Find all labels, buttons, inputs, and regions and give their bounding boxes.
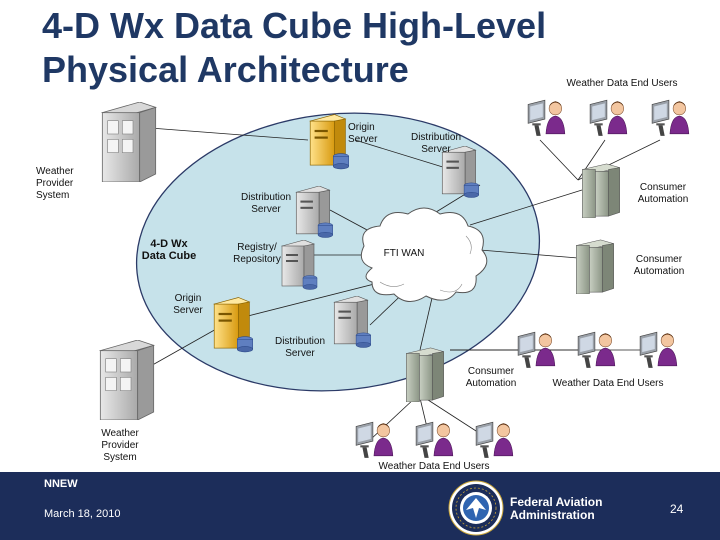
footer-bar	[0, 472, 720, 540]
faa-seal-icon	[448, 480, 504, 536]
weather-provider-top-label: Weather Provider System	[36, 166, 74, 201]
distribution-server-top-label: Distribution Server	[410, 132, 462, 155]
fti-wan-label: FTI WAN	[383, 248, 425, 259]
architecture-diagram	[99, 99, 690, 459]
end-user-bottom-3-icon	[475, 421, 514, 459]
distribution-server-bottom-label: Distribution Server	[274, 336, 326, 359]
distribution-server-mid-label: Distribution Server	[240, 192, 292, 215]
end-users-top-label: Weather Data End Users	[566, 78, 678, 89]
end-user-top-2-icon	[589, 99, 628, 137]
weather-provider-bottom-label: Weather Provider System	[101, 428, 139, 463]
origin-server-top-icon	[309, 114, 350, 170]
end-users-right-label: Weather Data End Users	[552, 378, 664, 389]
page-title: 4-D Wx Data Cube High-Level Physical Arc…	[42, 4, 546, 92]
page-number: 24	[670, 502, 684, 516]
origin-server-left-label: Origin Server	[173, 293, 203, 316]
origin-server-left-icon	[213, 296, 254, 353]
consumer-automation-1-label: Consumer Automation	[637, 182, 689, 205]
weather-provider-top-tower-icon	[101, 102, 157, 182]
registry-repository-label: Registry/ Repository	[233, 242, 281, 265]
consumer-automation-2-label: Consumer Automation	[633, 254, 685, 277]
consumer-automation-1-icon	[581, 163, 621, 218]
end-user-bottom-2-icon	[415, 421, 454, 459]
end-user-bottom-1-icon	[355, 421, 394, 459]
cloud-icon	[360, 207, 488, 302]
end-user-top-3-icon	[651, 99, 690, 137]
agency-name: Federal Aviation Administration	[510, 495, 603, 522]
consumer-automation-2-icon	[575, 239, 615, 294]
title-line-2: Physical Architecture	[42, 49, 409, 90]
program-name: NNEW	[44, 478, 78, 490]
end-user-top-1-icon	[527, 99, 566, 137]
end-users-bottom-label: Weather Data End Users	[378, 461, 490, 472]
title-line-1: 4-D Wx Data Cube High-Level	[42, 5, 547, 46]
consumer-automation-3-label: Consumer Automation	[465, 366, 517, 389]
presentation-date: March 18, 2010	[44, 508, 121, 520]
weather-provider-bottom-tower-icon	[99, 340, 155, 420]
end-user-right-3-icon	[639, 331, 678, 369]
consumer-automation-3-icon	[405, 347, 445, 402]
origin-server-top-label: Origin Server	[348, 122, 378, 145]
data-cube-label: 4-D Wx Data Cube	[141, 238, 197, 262]
